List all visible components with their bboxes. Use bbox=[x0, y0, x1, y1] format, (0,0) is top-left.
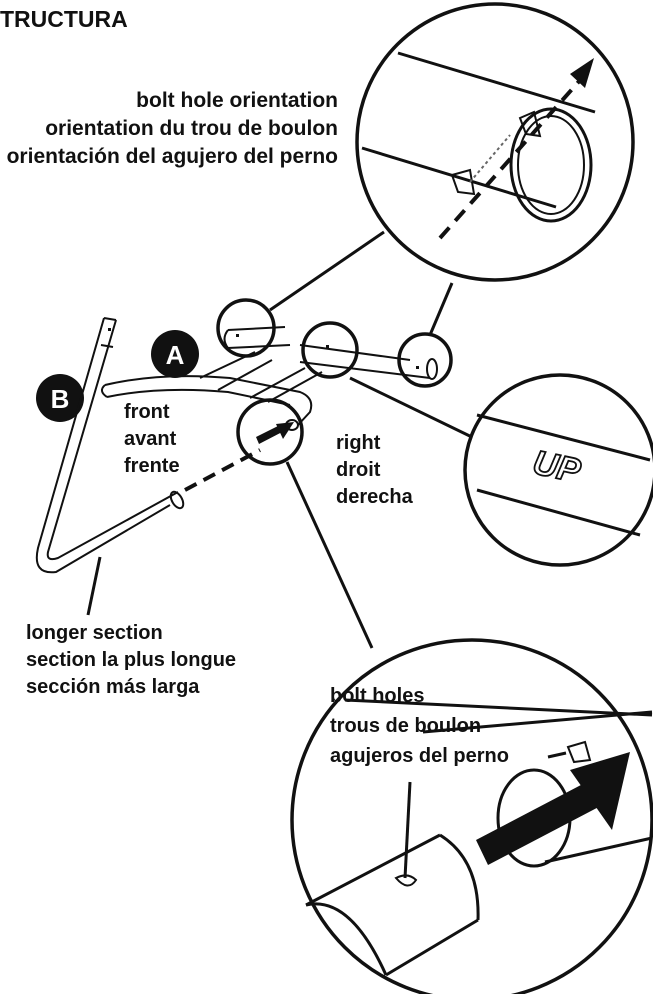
frame-a-tube-end bbox=[426, 358, 438, 380]
frame-a-front-tube-top bbox=[104, 375, 313, 426]
magnifier-circle-connection bbox=[236, 398, 304, 466]
orientation-label-fr: orientation du trou de boulon bbox=[45, 117, 338, 140]
badge-b-text: B bbox=[51, 384, 70, 414]
right-label: right droit derecha bbox=[336, 432, 414, 508]
inner-tube-back bbox=[439, 833, 480, 921]
frame-a bbox=[101, 326, 438, 426]
detail-circle-bottom bbox=[290, 638, 653, 994]
right-label-en: right bbox=[336, 432, 381, 454]
insert-arrowhead-small bbox=[276, 422, 294, 439]
detail-bolt-orientation bbox=[355, 2, 635, 282]
frame-a-back-tube bbox=[227, 326, 291, 349]
badge-b: B bbox=[36, 374, 84, 422]
frame-a-front-end bbox=[101, 384, 108, 398]
frame-a-hole bbox=[416, 366, 419, 369]
right-label-fr: droit bbox=[336, 459, 381, 481]
frame-b bbox=[35, 317, 185, 574]
tube-end-outer bbox=[509, 107, 593, 223]
right-label-es: derecha bbox=[336, 486, 414, 508]
frame-a-front-tube-bottom bbox=[106, 388, 291, 406]
bolt-holes-label-fr: trous de boulon bbox=[330, 715, 481, 737]
leader-lines bbox=[86, 230, 479, 649]
bolt-hole-marker-right bbox=[518, 110, 542, 138]
magnifier-circle-center bbox=[301, 321, 359, 379]
frame-a-hole bbox=[326, 345, 329, 348]
bolt-holes-label-en: bolt holes bbox=[330, 685, 424, 707]
bolt-holes-label: bolt holes trous de boulon agujeros del … bbox=[330, 685, 509, 767]
inner-tube-top-edge bbox=[305, 833, 441, 907]
bolt-hole-marker-left bbox=[450, 168, 476, 196]
frame-a-hole bbox=[236, 334, 239, 337]
frame-b-tube-end bbox=[169, 490, 185, 510]
frame-b-inner-tube bbox=[46, 319, 179, 561]
up-tube-bottom-edge bbox=[476, 488, 641, 537]
front-label: front avant frente bbox=[124, 401, 180, 477]
bolt-hole-inner bbox=[394, 874, 418, 887]
tube-bottom-edge bbox=[361, 146, 557, 209]
section-title: TRUCTURA bbox=[0, 6, 128, 32]
bolt-holes-leader-right bbox=[547, 751, 567, 759]
badge-a-text: A bbox=[166, 340, 185, 370]
frame-b-top-end bbox=[103, 317, 117, 321]
bolt-holes-label-es: agujeros del perno bbox=[330, 745, 509, 767]
frame-b-outer-tube bbox=[35, 317, 171, 574]
assembly-dashed-line bbox=[184, 448, 261, 492]
longer-section-label-es: sección más larga bbox=[26, 676, 200, 698]
bolt-holes-leader bbox=[403, 781, 412, 879]
frame-a-main-tube bbox=[299, 344, 431, 379]
tube-top-edge bbox=[397, 51, 596, 114]
orientation-arrowhead bbox=[570, 58, 594, 88]
frame-b-hole bbox=[108, 328, 111, 331]
leader-line-upper-left bbox=[269, 230, 385, 312]
inner-tube-bottom-edge bbox=[385, 918, 479, 977]
front-label-en: front bbox=[124, 401, 170, 423]
tube-end-inner bbox=[517, 115, 585, 215]
longer-section-label-fr: section la plus longue bbox=[26, 649, 236, 671]
leader-line-longer-section bbox=[86, 556, 102, 616]
detail-circle-right bbox=[463, 373, 653, 567]
detail-bolt-holes bbox=[290, 638, 653, 994]
detail-up-marking: UP bbox=[463, 373, 653, 567]
orientation-label-en: bolt hole orientation bbox=[136, 89, 338, 112]
leader-line-right bbox=[349, 376, 479, 442]
leader-line-upper-right bbox=[428, 282, 454, 336]
badge-b-circle bbox=[36, 374, 84, 422]
magnifier-circle-right bbox=[397, 332, 453, 388]
badge-a-circle bbox=[151, 330, 199, 378]
tube-opening-small bbox=[285, 419, 299, 431]
front-label-es: frente bbox=[124, 455, 180, 477]
detail-circle-top bbox=[355, 2, 635, 282]
orientation-label-es: orientación del agujero del perno bbox=[7, 145, 338, 168]
outer-tube-top-edge bbox=[344, 698, 653, 717]
longer-section-label-en: longer section bbox=[26, 622, 163, 644]
outer-tube-upper-edge bbox=[422, 710, 653, 734]
magnifier-circle-left bbox=[216, 298, 276, 358]
orientation-label: bolt hole orientation orientation du tro… bbox=[7, 89, 338, 168]
inner-tube-end bbox=[305, 902, 388, 976]
insert-arrowhead bbox=[570, 752, 630, 830]
insert-arrow-body bbox=[476, 775, 612, 865]
frame-b-seam bbox=[100, 344, 114, 348]
badge-a: A bbox=[151, 330, 199, 378]
bolt-axis-dotted bbox=[469, 134, 511, 183]
longer-section-label: longer section section la plus longue se… bbox=[26, 622, 236, 698]
leader-line-lower bbox=[285, 461, 374, 649]
front-label-fr: avant bbox=[124, 428, 177, 450]
frame-a-cross-brace-2 bbox=[249, 367, 323, 403]
up-tube-top-edge bbox=[476, 413, 651, 462]
bolt-hole-outer bbox=[566, 740, 592, 764]
outer-tube-lower-edge bbox=[544, 836, 653, 864]
orientation-dashed-line bbox=[438, 76, 584, 240]
